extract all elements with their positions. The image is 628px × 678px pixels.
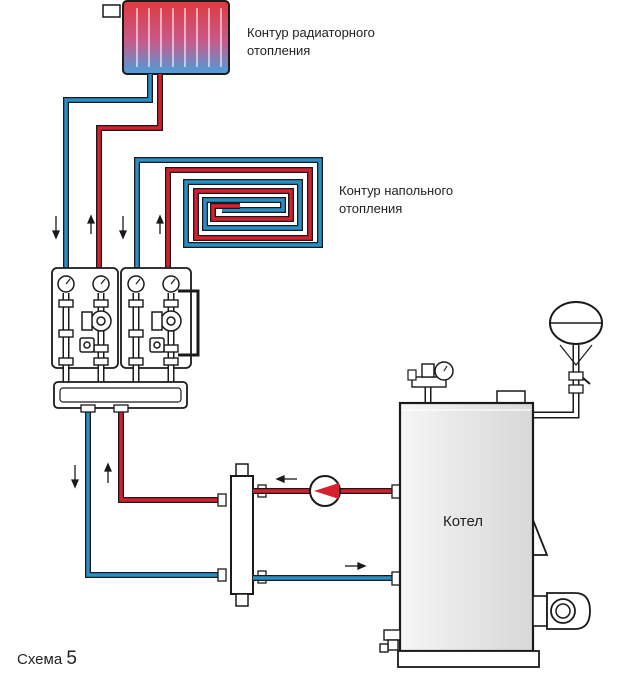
manifold-return-pipe [85, 408, 222, 578]
boiler-icon [379, 390, 549, 668]
scheme-caption: Схема 5 [17, 648, 77, 670]
hydraulic-separator-icon [217, 463, 267, 607]
scheme-word: Схема [17, 651, 63, 668]
boiler-label: Котел [443, 513, 484, 530]
burner-icon [532, 592, 591, 630]
flow-arrows-bottom [275, 475, 367, 570]
radiator-icon [102, 0, 230, 75]
underfloor-coil-icon [134, 157, 323, 268]
flow-arrows-top [52, 214, 164, 240]
radiator-circuit-label: Контур радиаторного отопления [247, 24, 407, 60]
pump-group-icon [51, 267, 200, 409]
floor-label-line-2: отопления [339, 201, 403, 216]
safety-group-icon [407, 361, 454, 403]
circulation-pump-icon [309, 475, 341, 507]
manifold-supply-pipe [118, 408, 222, 503]
floor-label-line-1: Контур напольного [339, 183, 454, 198]
flow-arrows-middle [71, 462, 112, 489]
radiator-supply-pipe [96, 74, 163, 268]
radiator-label-line-2: отопления [247, 43, 311, 58]
scheme-number: 5 [66, 648, 77, 669]
radiator-label-line-1: Контур радиаторного [247, 25, 375, 40]
radiator-return-pipe [63, 74, 153, 268]
expansion-tank-icon [533, 301, 603, 419]
floor-circuit-label: Контур напольного отопления [339, 182, 499, 218]
